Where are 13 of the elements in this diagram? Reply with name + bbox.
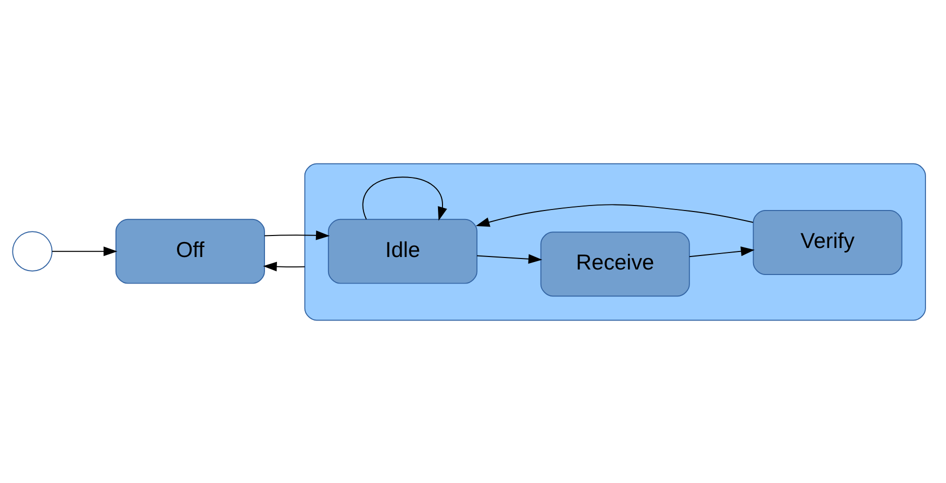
arrow	[52, 246, 118, 256]
node-box: Off	[115, 218, 265, 284]
node-circle	[12, 230, 52, 271]
arrow	[688, 246, 755, 257]
node-box: Verify	[752, 210, 902, 274]
arrow	[264, 230, 330, 240]
cluster	[304, 162, 926, 320]
arrow	[476, 254, 542, 264]
arrow	[476, 204, 754, 226]
node-box: Idle	[328, 218, 478, 284]
arrow	[362, 176, 448, 220]
arrow	[263, 261, 306, 271]
node-box: Receive	[540, 231, 690, 296]
